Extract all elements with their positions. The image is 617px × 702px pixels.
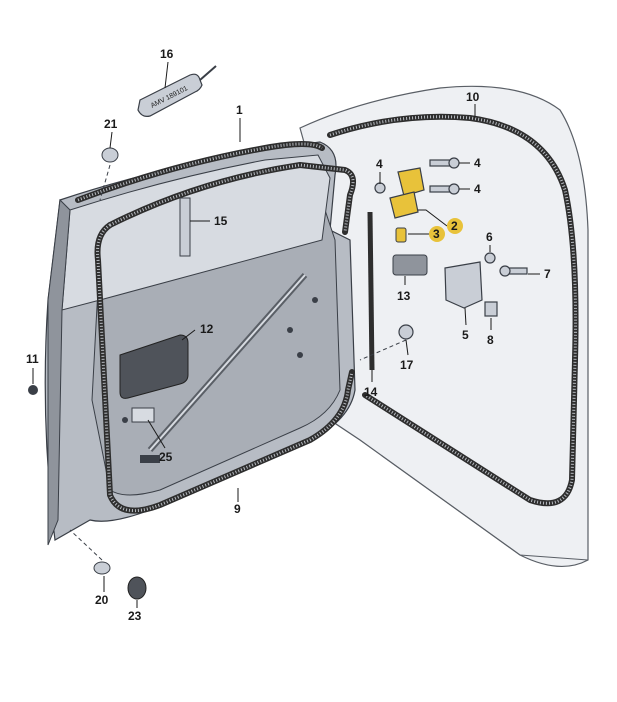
callout-25: 25 (159, 450, 173, 464)
hinge-bolt (395, 227, 407, 243)
callout-21: 21 (104, 117, 118, 131)
screw-7 (499, 265, 528, 277)
hinge-pin (389, 191, 419, 219)
callout-16: 16 (160, 47, 174, 61)
callout-10: 10 (466, 90, 480, 104)
clip-11 (28, 385, 38, 395)
callout-23: 23 (128, 609, 142, 623)
screw-4c (429, 183, 460, 195)
callout-4c: 4 (474, 182, 481, 196)
callout-12: 12 (200, 322, 214, 336)
rear-seal-strip (367, 211, 375, 371)
callout-7: 7 (544, 267, 551, 281)
lower-hinge (444, 261, 483, 309)
callout-2: 2 (451, 219, 458, 233)
cover-plate (131, 407, 155, 423)
upper-hinge (397, 167, 425, 197)
callout-20: 20 (95, 593, 109, 607)
bolt-6 (484, 252, 496, 264)
clip-17 (398, 324, 414, 340)
body-panel (299, 85, 589, 568)
callout-3-highlight (429, 226, 445, 242)
body-panel-edge (329, 419, 589, 561)
callout-13: 13 (397, 289, 411, 303)
callout-4b: 4 (474, 156, 481, 170)
disc-23 (127, 576, 147, 600)
screw-4b (429, 157, 460, 169)
door-front-edge (47, 198, 71, 546)
callout-5: 5 (462, 328, 469, 342)
window-frame (61, 154, 331, 311)
screw-4a (374, 182, 386, 194)
cap-20 (93, 561, 111, 575)
sealant-tube: AMV 189101 (137, 65, 217, 117)
guide-rail (179, 197, 191, 257)
door-check (392, 254, 428, 276)
callout-4a: 4 (376, 157, 383, 171)
window-outer-seal (75, 141, 325, 203)
callout-8: 8 (487, 333, 494, 347)
callout-15: 15 (214, 214, 228, 228)
callout-9: 9 (234, 502, 241, 516)
callout-2-highlight (447, 218, 463, 234)
callout-17: 17 (400, 358, 414, 372)
cap-21 (101, 147, 119, 163)
nut-8 (484, 301, 498, 317)
callout-1: 1 (236, 103, 243, 117)
callout-3: 3 (433, 227, 440, 241)
callout-14: 14 (364, 385, 378, 399)
callout-11: 11 (26, 352, 39, 366)
callout-6: 6 (486, 230, 493, 244)
